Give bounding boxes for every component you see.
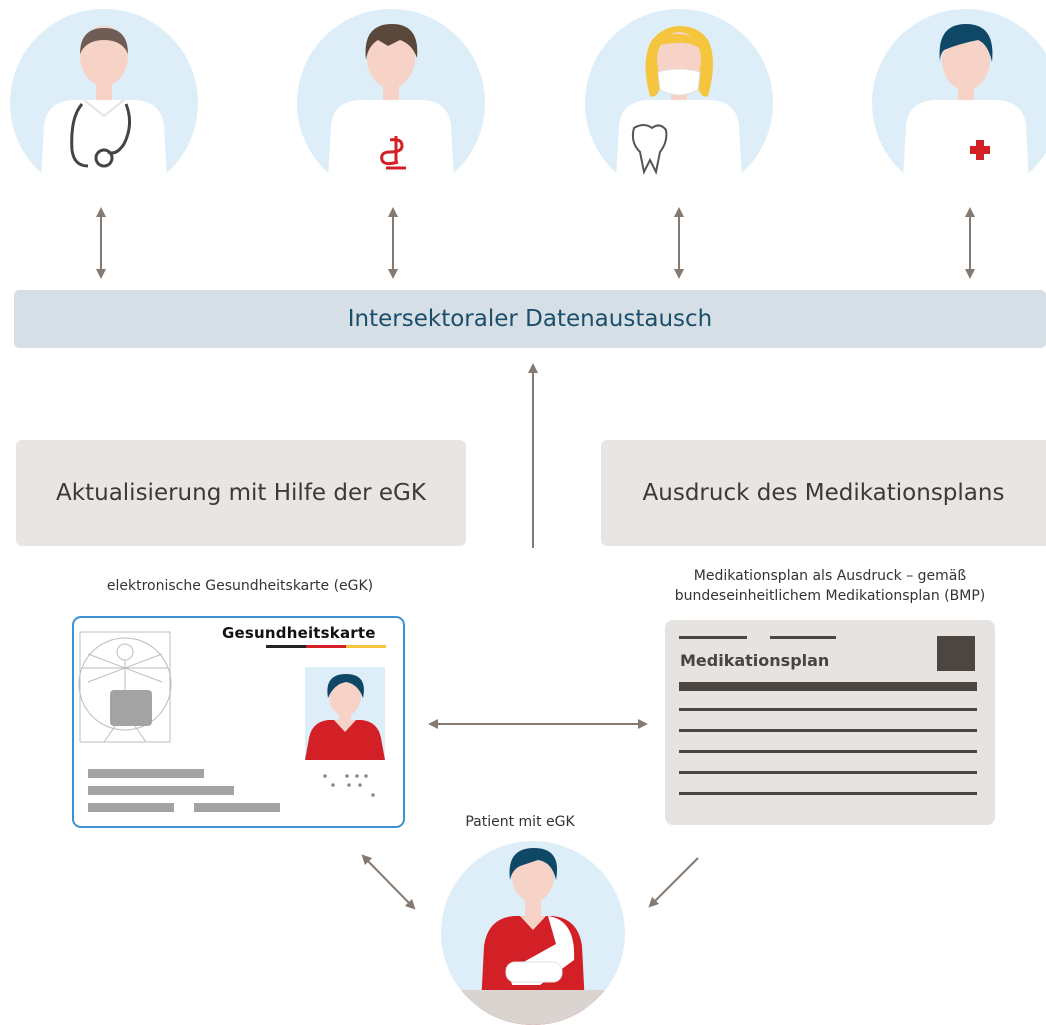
tooth-icon xyxy=(631,124,668,176)
chip-icon xyxy=(110,690,152,726)
card-data-lines xyxy=(88,769,280,812)
card-title: Gesundheitskarte xyxy=(222,624,376,642)
medication-plan-document xyxy=(665,620,995,825)
plan-title: Medikationsplan xyxy=(680,651,830,670)
red-cross-icon xyxy=(970,140,990,160)
data-exchange-bar: Intersektoraler Datenaustausch xyxy=(14,290,1046,348)
patient-icon xyxy=(441,841,625,1025)
pharmacist-icon xyxy=(297,9,485,197)
pharmacy-symbol-icon xyxy=(380,136,406,170)
card-dots xyxy=(323,774,375,797)
health-card xyxy=(72,616,405,828)
doctor-icon xyxy=(10,9,198,197)
patient-caption: Patient mit eGK xyxy=(465,814,575,830)
print-plan-box: Ausdruck des Medikationsplans xyxy=(601,440,1046,546)
print-plan-label: Ausdruck des Medikationsplans xyxy=(642,480,1005,506)
nurse-icon xyxy=(872,9,1046,197)
stethoscope-icon xyxy=(70,103,131,168)
egk-caption: elektronische Gesundheitskarte (eGK) xyxy=(106,578,374,594)
update-egk-label: Aktualisierung mit Hilfe der eGK xyxy=(56,480,426,506)
bmp-caption: Medikationsplan als Ausdruck – gemäß bun… xyxy=(620,566,1040,606)
data-exchange-label: Intersektoraler Datenaustausch xyxy=(347,306,713,332)
bmp-caption-line2: bundeseinheitlichem Medikationsplan (BMP… xyxy=(674,588,986,604)
bmp-caption-line1: Medikationsplan als Ausdruck – gemäß xyxy=(693,568,967,584)
dentist-icon xyxy=(585,9,773,197)
plan-text-lines xyxy=(679,708,977,795)
connection-arrows xyxy=(96,207,975,910)
update-egk-box: Aktualisierung mit Hilfe der eGK xyxy=(16,440,466,546)
card-photo xyxy=(305,667,385,760)
